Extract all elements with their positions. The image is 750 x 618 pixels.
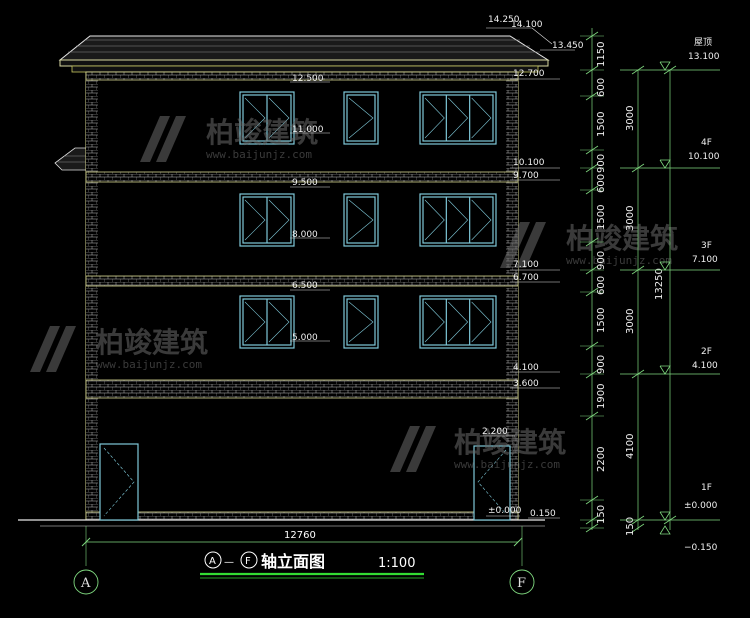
level-name-roof: 屋顶: [694, 37, 712, 48]
watermark-url: www.baijunjz.com: [96, 358, 202, 371]
elev-ground-b: 0.150: [530, 509, 556, 519]
elev-parapet-top: 12.700: [513, 69, 545, 79]
dim-segment: 2200: [596, 447, 607, 472]
elev-fl3-a: 7.100: [513, 260, 539, 270]
dim-storey: 3000: [625, 106, 636, 131]
watermark-brand: 柏竣建筑: [206, 116, 318, 149]
dim-segment: 600: [596, 78, 607, 97]
watermark-layer: 柏竣建筑 www.baijunjz.com 柏竣建筑 www.baijunjz.…: [30, 116, 678, 472]
level-value-ground: −0.150: [684, 543, 718, 553]
window: [419, 91, 497, 145]
title-text: 轴立面图: [261, 552, 325, 571]
dim-segment: 600: [596, 276, 607, 295]
window: [419, 193, 497, 247]
title-scale: 1:100: [378, 556, 415, 571]
dim-segment: 150: [596, 505, 607, 524]
elev-door-top: 2.200: [482, 427, 508, 437]
window: [239, 295, 295, 349]
brand-logo-icon: [140, 116, 186, 162]
window: [343, 295, 379, 349]
title-axis-f: F: [245, 556, 251, 567]
axis-label-f: F: [517, 576, 526, 591]
elev-roof-top-a: 14.250: [488, 15, 520, 25]
watermark-2: 柏竣建筑 www.baijunjz.com: [500, 222, 678, 268]
level-name-3f: 3F: [701, 241, 712, 251]
facade: [85, 71, 519, 521]
elev-win2-top: 9.500: [292, 178, 318, 188]
dim-segment: 1500: [596, 112, 607, 137]
dim-segment: 1500: [596, 308, 607, 333]
elev-win1-top: 6.500: [292, 281, 318, 291]
title-axis-a: A: [209, 556, 216, 567]
elev-roof-top-b: 14.100: [511, 20, 543, 30]
elev-win3-top: 12.500: [292, 74, 324, 84]
title-dash: —: [224, 557, 234, 568]
axis-label-a: A: [80, 576, 91, 591]
watermark-brand: 柏竣建筑: [454, 426, 566, 459]
level-name-4f: 4F: [701, 138, 712, 148]
watermark-url: www.baijunjz.com: [454, 458, 560, 471]
dim-storey: 3000: [625, 206, 636, 231]
window: [239, 91, 295, 145]
watermark-url: www.baijunjz.com: [566, 254, 672, 267]
dim-total: 13250: [654, 268, 665, 300]
dim-segment: 900: [596, 251, 607, 270]
dim-width: 12760: [284, 530, 316, 541]
elev-win1-bottom: 5.000: [292, 333, 318, 343]
doors: [99, 443, 511, 521]
dim-segment: 1500: [596, 205, 607, 230]
window: [239, 193, 295, 247]
roof: [58, 35, 550, 73]
watermark-3: 柏竣建筑 www.baijunjz.com: [30, 326, 208, 372]
level-labels: 屋顶 13.100 4F 10.100 3F 7.100 2F 4.100 1F…: [620, 37, 720, 553]
axis-bubble-a: A: [73, 569, 99, 595]
elev-fl4-a: 10.100: [513, 158, 545, 168]
dim-storey: 4100: [625, 434, 636, 459]
elev-fl3-b: 6.700: [513, 273, 539, 283]
level-value-3f: 7.100: [692, 255, 718, 265]
brand-logo-icon: [500, 222, 546, 268]
window: [419, 295, 497, 349]
elev-fl2-a: 4.100: [513, 363, 539, 373]
watermark-1: 柏竣建筑 www.baijunjz.com: [140, 116, 318, 162]
brand-logo-icon: [390, 426, 436, 472]
elevation-marks: 14.250 14.100 13.450 12.700 12.500 11.00…: [290, 15, 584, 519]
watermark-brand: 柏竣建筑: [96, 326, 208, 359]
level-value-2f: 4.100: [692, 361, 718, 371]
elev-fl2-b: 3.600: [513, 379, 539, 389]
axis-bubble-f: F: [509, 569, 535, 595]
watermark-brand: 柏竣建筑: [566, 222, 678, 255]
level-value-4f: 10.100: [688, 152, 720, 162]
level-name-1f: 1F: [701, 483, 712, 493]
dim-segment: 900: [596, 154, 607, 173]
drawing-title: A — F 轴立面图 1:100: [200, 551, 424, 579]
level-value-roof: 13.100: [688, 52, 720, 62]
dim-segment: 900: [596, 355, 607, 374]
elev-roof-eave: 13.450: [552, 41, 584, 51]
window: [343, 91, 379, 145]
watermark-url: www.baijunjz.com: [206, 148, 312, 161]
dimension-chains: 1150600150090060015009006001500900190022…: [580, 28, 677, 536]
elev-ground-a: ±0.000: [488, 506, 522, 516]
watermark-4: 柏竣建筑 www.baijunjz.com: [390, 426, 566, 472]
elev-win3-bottom: 11.000: [292, 125, 324, 135]
elev-win2-bottom: 8.000: [292, 230, 318, 240]
dim-segment: 1900: [596, 384, 607, 409]
level-name-2f: 2F: [701, 347, 712, 357]
dim-segment: 1150: [596, 42, 607, 67]
side-canopy: [54, 147, 87, 171]
windows: [239, 91, 497, 349]
dim-storey: 150: [625, 517, 636, 536]
dim-storey: 3000: [625, 309, 636, 334]
dim-segment: 600: [596, 174, 607, 193]
bottom-dimension: 12760: [81, 526, 523, 566]
level-value-1f: ±0.000: [684, 501, 718, 511]
window: [343, 193, 379, 247]
brand-logo-icon: [30, 326, 76, 372]
elev-fl4-b: 9.700: [513, 171, 539, 181]
